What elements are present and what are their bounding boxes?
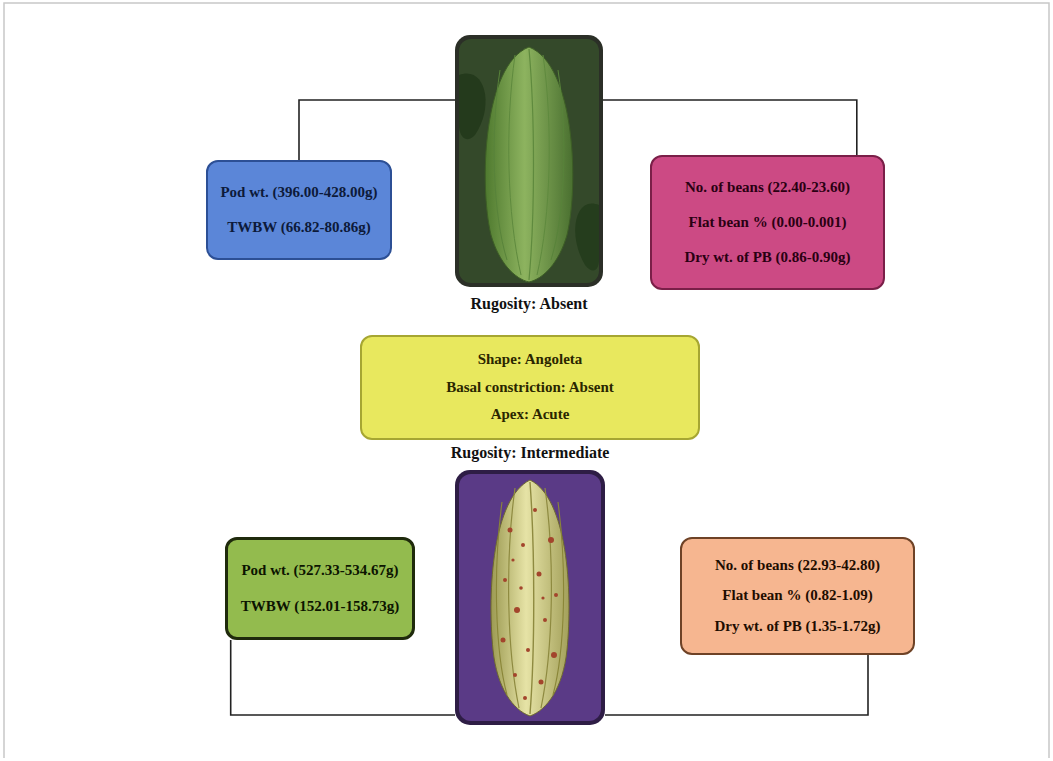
trait-text: Flat bean % (0.82-1.09) (722, 587, 872, 604)
trait-text: Pod wt. (396.00-428.00g) (220, 184, 377, 201)
trait-text: Shape: Angoleta (478, 351, 583, 368)
trait-box: Shape: AngoletaBasal constriction: Absen… (360, 335, 700, 440)
trait-box: No. of beans (22.40-23.60) Flat bean % (0… (650, 155, 885, 290)
trait-box: No. of beans (22.93-42.80) Flat bean % (0… (680, 537, 915, 655)
trait-text: TWBW (152.01-158.73g) (241, 598, 399, 615)
trait-box: Pod wt. (396.00-428.00g) TWBW (66.82-80.8… (206, 160, 392, 260)
frame-line (4, 3, 1049, 758)
connector-line (603, 100, 857, 155)
rugosity-label: Rugosity: Intermediate (451, 444, 610, 462)
connector-line (231, 640, 455, 715)
trait-box: Pod wt. (527.33-534.67g) TWBW (152.01-158… (225, 537, 415, 640)
pod-photo-frame: Rugosity: Intermediate (455, 470, 605, 725)
connector-line (605, 655, 868, 715)
cocoa-pod-photo (455, 35, 603, 287)
trait-text: TWBW (66.82-80.86g) (227, 219, 370, 236)
trait-text: Basal constriction: Absent (446, 379, 614, 396)
trait-text: Flat bean % (0.00-0.001) (689, 214, 847, 231)
trait-text: Pod wt. (527.33-534.67g) (241, 562, 398, 579)
cocoa-pod-photo (455, 470, 605, 725)
trait-text: No. of beans (22.40-23.60) (685, 179, 850, 196)
trait-text: Apex: Acute (491, 406, 570, 423)
trait-text: Dry wt. of PB (1.35-1.72g) (714, 618, 880, 635)
connector-line (299, 100, 455, 160)
pod-photo-frame: Rugosity: Absent (455, 35, 603, 287)
trait-text: No. of beans (22.93-42.80) (715, 557, 880, 574)
rugosity-label: Rugosity: Absent (471, 295, 588, 313)
trait-text: Dry wt. of PB (0.86-0.90g) (684, 249, 850, 266)
